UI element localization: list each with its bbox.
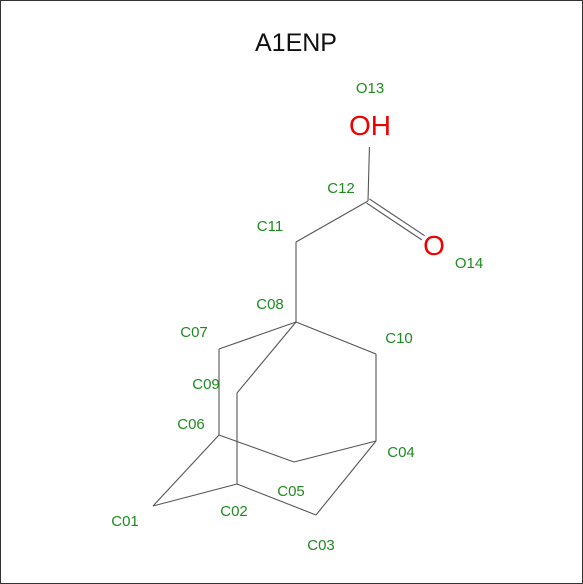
atom-label-c07: C07 bbox=[180, 324, 208, 341]
atom-label-o13: O13 bbox=[356, 80, 384, 97]
bond-c08-c10 bbox=[295, 321, 377, 355]
bond-c07-c08 bbox=[218, 321, 297, 350]
bond-c12-o13 bbox=[367, 146, 370, 202]
atom-symbol-o13: OH bbox=[349, 110, 391, 141]
atom-label-c03: C03 bbox=[307, 537, 335, 554]
atom-label-c08: C08 bbox=[256, 296, 284, 313]
bond-c12-o14 bbox=[366, 202, 423, 241]
atom-label-c04: C04 bbox=[387, 444, 415, 461]
atom-label-c09: C09 bbox=[192, 376, 220, 393]
atom-label-c12: C12 bbox=[327, 180, 355, 197]
atom-label-c11: C11 bbox=[257, 218, 283, 235]
bond-c04-c05 bbox=[293, 440, 377, 463]
atom-label-o14: O14 bbox=[455, 255, 483, 272]
bond-c03-c04 bbox=[315, 440, 377, 516]
bond-c08-c09 bbox=[236, 321, 297, 394]
bond-layer bbox=[152, 146, 425, 516]
atom-symbol-o14: O bbox=[423, 230, 445, 261]
bond-c12-o14-second bbox=[369, 198, 425, 237]
atom-label-c10: C10 bbox=[385, 330, 413, 347]
heteroatom-symbol-layer: OH O bbox=[349, 110, 445, 261]
bond-c01-c06 bbox=[152, 434, 220, 507]
bond-c05-c06 bbox=[218, 434, 295, 463]
bond-c11-c12 bbox=[295, 200, 369, 243]
atom-label-c02: C02 bbox=[220, 503, 248, 520]
atom-label-c05: C05 bbox=[277, 483, 305, 500]
atom-label-c01: C01 bbox=[111, 513, 139, 530]
molecule-title: A1ENP bbox=[255, 29, 337, 57]
bond-c01-c02 bbox=[152, 483, 238, 507]
bond-c02-c03 bbox=[236, 483, 317, 516]
atom-label-c06: C06 bbox=[177, 416, 205, 433]
